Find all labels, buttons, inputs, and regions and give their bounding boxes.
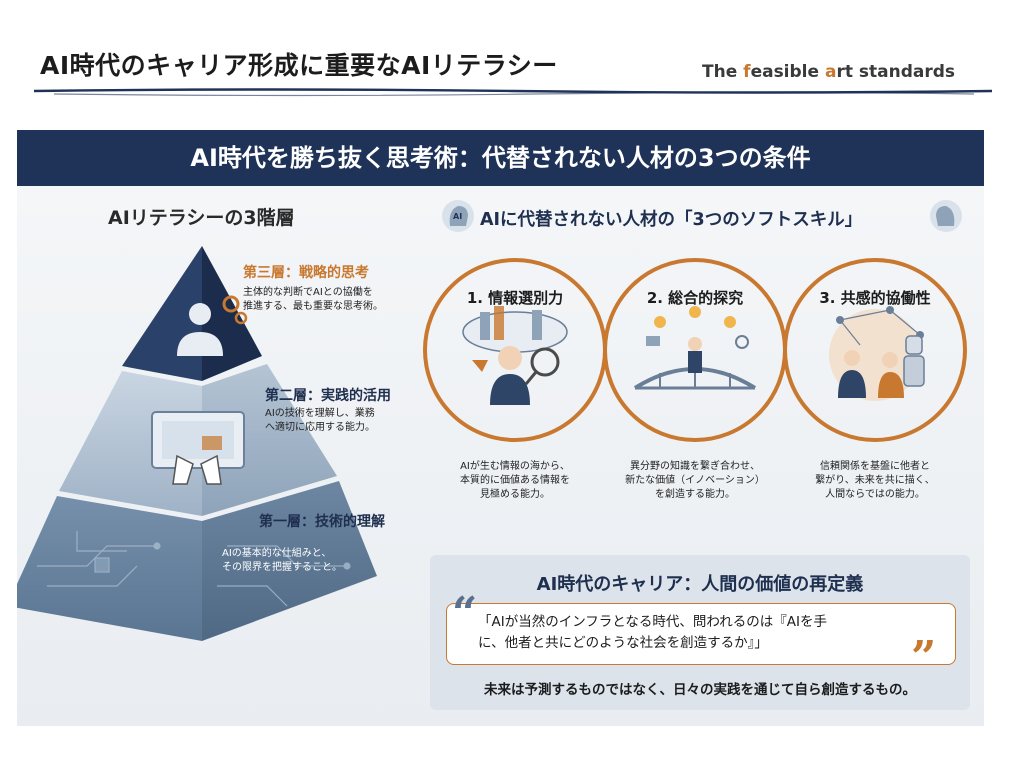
- layer1-title: 第一層：技術的理解: [259, 514, 385, 530]
- desc-line: 推進する、最も重要な思考術。: [243, 301, 383, 312]
- desc-line: へ適切に応用する能力。: [265, 422, 375, 433]
- skills-heading: AIに代替されない人材の「3つのソフトスキル」: [480, 210, 863, 230]
- desc-line: 異分野の知識を繋ぎ合わせ、: [630, 461, 760, 472]
- brand-part: The: [702, 62, 744, 82]
- desc-line: AIが生む情報の海から、: [460, 461, 570, 472]
- quote-line: 「AIが当然のインフラとなる時代、問われるのは『AIを手: [478, 614, 827, 630]
- title-divider: [34, 88, 992, 97]
- skill2-desc: 異分野の知識を繋ぎ合わせ、 新たな価値（イノベーション） を創造する能力。: [605, 460, 785, 502]
- brand-part: a: [824, 62, 837, 82]
- banner-text: AI時代を勝ち抜く思考術：代替されない人材の3つの条件: [190, 144, 811, 172]
- brand-part: rt standards: [836, 62, 956, 82]
- layer3-title: 第三層：戦略的思考: [243, 265, 369, 281]
- quote-line: に、他者と共にどのような社会を創造するか』」: [478, 635, 768, 651]
- pyramid-heading: AIリテラシーの3階層: [108, 207, 295, 229]
- magnifier-person-icon: [462, 306, 568, 405]
- pyramid-graphic: [17, 246, 377, 641]
- career-heading: AI時代のキャリア：人間の価値の再定義: [536, 574, 864, 595]
- handshake-robot-icon: [829, 306, 925, 401]
- layer2-desc: AIの技術を理解し、業務 へ適切に応用する能力。: [265, 407, 375, 435]
- close-quote-icon: ”: [911, 632, 937, 683]
- brand-part: f: [743, 62, 751, 82]
- skill3-desc: 信頼関係を基盤に他者と 繋がり、未来を共に描く、 人間ならではの能力。: [785, 460, 965, 502]
- page-title: AI時代のキャリア形成に重要なAIリテラシー: [40, 51, 558, 80]
- desc-line: を創造する能力。: [655, 489, 735, 500]
- skills-rings: [423, 258, 967, 442]
- brand-text: The feasible art standards: [702, 62, 955, 82]
- career-quote: 「AIが当然のインフラとなる時代、問われるのは『AIを手 に、他者と共にどのよう…: [478, 612, 928, 654]
- pyramid-bottom-layer: [17, 481, 377, 641]
- skill1-title: 1. 情報選別力: [466, 289, 564, 307]
- skill3-title: 3. 共感的協働性: [819, 289, 931, 307]
- pyramid-middle-layer: [59, 364, 337, 516]
- desc-line: 繋がり、未来を共に描く、: [815, 475, 935, 486]
- person-gears-icon: [177, 295, 248, 356]
- skill-ring-3: [783, 258, 967, 442]
- layer2-title: 第二層：実践的活用: [265, 388, 391, 404]
- open-quote-icon: “: [452, 588, 478, 639]
- desc-line: 本質的に価値ある情報を: [460, 475, 570, 486]
- desc-line: 信頼関係を基盤に他者と: [820, 461, 930, 472]
- desc-line: AIの技術を理解し、業務: [265, 408, 375, 419]
- hands-laptop-icon: [151, 411, 245, 485]
- pyramid-top-layer: [122, 246, 262, 381]
- desc-line: 人間ならではの能力。: [825, 489, 925, 500]
- skill2-title: 2. 総合的探究: [646, 289, 744, 307]
- quote-frame: [446, 603, 956, 665]
- ai-head-icon: AI: [442, 200, 474, 232]
- brand-part: easible: [750, 62, 825, 82]
- desc-line: AIの基本的な仕組みと、: [222, 548, 332, 559]
- skill1-desc: AIが生む情報の海から、 本質的に価値ある情報を 見極める能力。: [425, 460, 605, 502]
- desc-line: 主体的な判断でAIとの協働を: [243, 287, 373, 298]
- bridge-person-icon: [633, 306, 757, 390]
- layer1-desc: AIの基本的な仕組みと、 その限界を把握すること。: [222, 547, 342, 575]
- svg-text:AI: AI: [453, 212, 462, 221]
- ai-head-icon: [930, 200, 962, 232]
- career-footer: 未来は予測するものではなく、日々の実践を通じて自ら創造するもの。: [484, 682, 916, 698]
- desc-line: 新たな価値（イノベーション）: [625, 475, 765, 486]
- circuit-board-icon: [37, 531, 351, 607]
- layer3-desc: 主体的な判断でAIとの協働を 推進する、最も重要な思考術。: [243, 286, 383, 314]
- desc-line: 見極める能力。: [480, 489, 550, 500]
- desc-line: その限界を把握すること。: [222, 562, 342, 573]
- headline-banner: AI時代を勝ち抜く思考術：代替されない人材の3つの条件: [17, 130, 984, 186]
